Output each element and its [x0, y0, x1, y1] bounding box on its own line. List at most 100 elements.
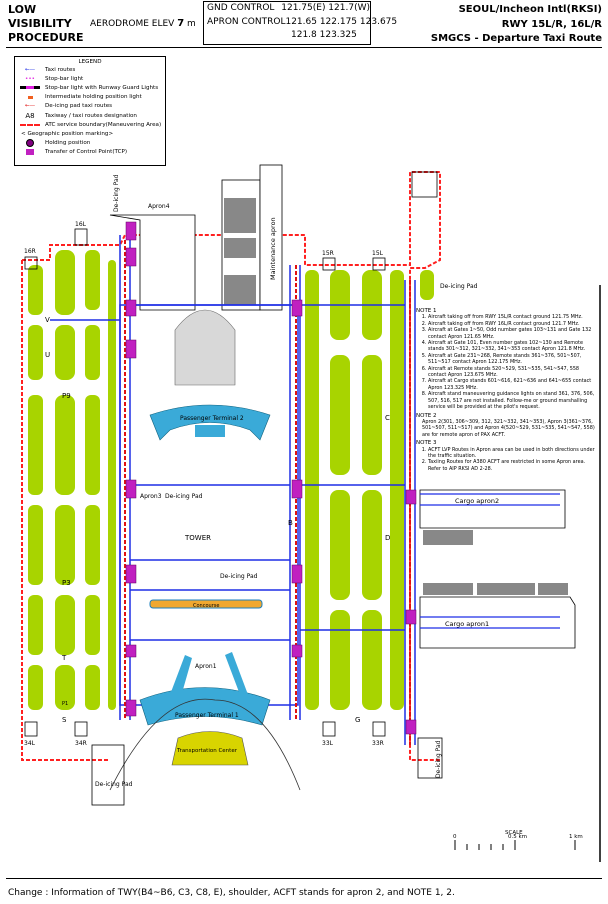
note3-title: NOTE 3: [416, 440, 437, 447]
legend: LEGEND ←— Taxi routes ••• Stop-bar light S…: [14, 56, 166, 166]
terminal2-main-building: [174, 309, 236, 386]
terminal2-label: Passenger Terminal 2: [180, 415, 244, 422]
taxiway-label-s: S: [62, 716, 67, 724]
stopbar-light-icon: •••: [25, 75, 35, 82]
legend-label: Taxiway / taxi routes designation: [45, 112, 137, 119]
taxiway-label-p1: P1: [62, 701, 68, 707]
note-item: Aircraft at Gate 101, Even number gates …: [428, 340, 596, 353]
atc-boundary-line-icon: [15, 123, 45, 126]
scale-tick-label: 1 km: [569, 834, 583, 840]
taxiway-label-u: U: [45, 351, 50, 359]
legend-item: ••• Stop-bar light: [15, 74, 165, 83]
legend-label: Stop-bar light: [45, 75, 84, 82]
scale-bar: [454, 840, 576, 850]
taxiway-label-c: C: [385, 414, 390, 422]
runway-label-16l: 16L: [75, 221, 87, 228]
tcp-markers: [125, 221, 417, 735]
procedure-line: PROCEDURE: [8, 31, 84, 44]
concourse-label: Concourse: [193, 603, 219, 609]
cargo-building: [538, 583, 568, 595]
elevation-unit: m: [187, 19, 196, 29]
maintenance-apron-area: [259, 164, 283, 311]
hangar: [224, 198, 256, 233]
deicing-pad-label: De-icing Pad: [435, 740, 442, 778]
procedure-title: LOW VISIBILITY PROCEDURE: [8, 3, 84, 45]
cargo-apron2-label: Cargo apron2: [455, 497, 499, 505]
runway-label-15l: 15L: [372, 250, 384, 257]
runway-label-34r: 34R: [75, 740, 87, 747]
header-divider: [6, 47, 602, 48]
legend-label: Intermediate holding position light: [45, 94, 142, 101]
note2-text: Apron 2(301, 306~309, 312, 321~332, 341~…: [422, 418, 595, 438]
atc-service-boundary: [21, 171, 441, 761]
deicing-pad-bottom-right: [417, 737, 443, 779]
runway-threshold-boxes: [24, 228, 386, 737]
deicing-pad-label: De-icing Pad: [113, 174, 120, 212]
taxi-route-arrow-icon: ←—: [24, 66, 36, 73]
apron4-label: Apron4: [148, 203, 170, 210]
legend-title: LEGEND: [78, 59, 102, 65]
legend-item: ←— Taxi routes: [15, 65, 165, 74]
tcp-icon: [15, 149, 45, 156]
taxiway-label-d: D: [385, 534, 390, 542]
footer-divider: [6, 878, 602, 879]
note-item: Aircraft at Gates 1~50, Odd number gates…: [428, 327, 596, 340]
holding-position-icon: [15, 139, 45, 148]
legend-label: ATC service boundary(Maneuvering Area): [45, 121, 162, 128]
designation-sample: A8: [25, 111, 35, 120]
note-item: Aircraft at Gate 231~268, Remote stands …: [428, 353, 596, 366]
legend-item: ←—De-icing pad taxi routes: [15, 102, 165, 111]
cargo-building: [423, 530, 473, 545]
scale-tick-label: 0.5 km: [508, 834, 527, 840]
cargo-building: [423, 583, 473, 595]
runway-label-16r: 16R: [24, 248, 36, 255]
deicing-pad-label: De-icing Pad: [440, 283, 478, 290]
frequency-values: 121.65 122.175 123.675: [285, 16, 398, 27]
note-item: Aircraft taking off from RWY 16L/R conta…: [428, 321, 596, 327]
concourse-building: [149, 599, 263, 609]
frequency-values: 121.75(E) 121.7(W): [281, 3, 370, 13]
tower-label: TOWER: [184, 534, 211, 542]
left-airfield-shoulders: [28, 250, 116, 710]
runway-centerline-boundary: [124, 240, 411, 745]
note-item: ACFT LVP Routes in Apron area can be use…: [428, 447, 596, 460]
legend-label: Transfer of Control Point(TCP): [45, 149, 128, 156]
note1-list: Aircraft taking off from RWY 15L/R conta…: [416, 314, 596, 410]
stopbar-guard-light-icon: [15, 86, 45, 90]
hangar: [224, 238, 256, 258]
runway-label-33l: 33L: [322, 740, 334, 747]
terminal1-apron-outline: [109, 698, 301, 791]
chart-title: SMGCS - Departure Taxi Route: [430, 33, 602, 44]
elevation-label: AERODROME ELEV: [90, 19, 175, 29]
legend-item: < Geographic position marking>: [15, 129, 165, 138]
taxiway-label-p9: P9: [62, 392, 71, 400]
deicing-pad-label: De-icing Pad: [95, 781, 133, 788]
taxiway-label-g: G: [355, 716, 360, 724]
legend-label: Taxi routes: [45, 66, 76, 73]
taxiway-label-p3: P3: [62, 579, 71, 587]
procedure-line: LOW: [8, 3, 37, 16]
note-item: Aircraft stand maneuvering guidance ligh…: [428, 391, 596, 410]
legend-label: < Geographic position marking>: [21, 130, 114, 137]
maintenance-apron-label: Maintenance apron: [269, 217, 277, 280]
deicing-pad-label: De-icing Pad: [165, 493, 203, 500]
change-note: Change : Information of TWY(B4~B6, C3, C…: [8, 888, 455, 898]
passenger-terminal-2: [149, 404, 271, 441]
taxiway-label-b: B: [288, 519, 293, 527]
legend-label: Holding position: [45, 140, 91, 147]
right-airfield-shoulders: [305, 270, 434, 710]
cargo-apron2-area: [419, 489, 566, 529]
legend-item: A8 Taxiway / taxi routes designation: [15, 111, 165, 120]
scale-tick-label: 0: [453, 834, 457, 840]
frequency-row: 121.8 123.325: [207, 29, 370, 43]
legend-label: De-icing pad taxi routes: [45, 103, 113, 110]
note3-list: ACFT LVP Routes in Apron area can be use…: [416, 447, 596, 473]
terminal1-piers: [168, 652, 250, 700]
cargo-taxi-routes: [420, 493, 560, 629]
runway-label-15r: 15R: [322, 250, 334, 257]
elevation-value: 7: [177, 18, 185, 29]
